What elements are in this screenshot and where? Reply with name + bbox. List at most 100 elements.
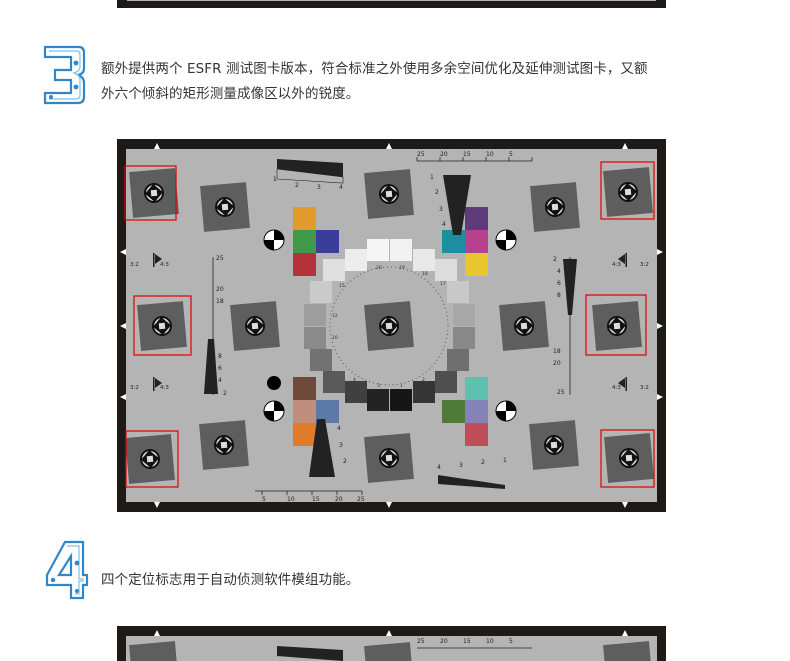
- wedge-label: 1: [430, 174, 434, 181]
- scale-left-labels: 25 20 18 8 6 4 2: [216, 255, 227, 397]
- wedge-label: 4: [437, 464, 441, 471]
- ratio-label: 4:3: [160, 262, 169, 268]
- wedge-vertical-left: [204, 339, 218, 394]
- gray-label: 10: [332, 335, 338, 341]
- scale-label: 18: [216, 298, 224, 305]
- gray-label: 15: [339, 283, 345, 289]
- scale-label: 8: [218, 353, 222, 360]
- gray-label: 18: [422, 271, 428, 277]
- scale-label: 4: [218, 377, 222, 384]
- scale-right-labels: 2 4 6 8 18 20 25: [553, 256, 565, 396]
- scale-label: 6: [218, 365, 222, 372]
- esfr-chart-bottom-crop: 25 20 15 10 5: [117, 626, 666, 661]
- ratio-label: 4:3: [612, 385, 621, 391]
- scale-bottom-labels: 5 10 15 20 25: [262, 496, 365, 503]
- scale-label: 10: [287, 496, 295, 503]
- section-4-description: 四个定位标志用于自动侦测软件模组功能。: [101, 568, 359, 593]
- scale-label: 6: [557, 280, 561, 287]
- gray-ring-labels: 20 19 18 17 15 12 10 4 3 1 2: [332, 265, 446, 389]
- scale-label: 10: [486, 638, 494, 645]
- scale-label: 15: [463, 638, 471, 645]
- scale-label: 25: [557, 389, 565, 396]
- ratio-label: 4:3: [612, 262, 621, 268]
- wedge-label: 3: [317, 184, 321, 191]
- gray-label: 1: [400, 383, 403, 389]
- scale-label: 18: [553, 348, 561, 355]
- section-3-line-2: 外六个倾斜的矩形测量成像区以外的锐度。: [101, 86, 360, 102]
- scale-label: 25: [417, 638, 425, 645]
- scale-label: 20: [335, 496, 343, 503]
- wedge-label: 4: [339, 184, 343, 191]
- registration-marks: [263, 229, 517, 422]
- color-patches-bottom-left: [293, 377, 339, 446]
- esfr-test-chart: 20 19 18 17 15 12 10 4 3 1 2 25 20 15 10…: [117, 139, 666, 512]
- number-4-icon: [45, 540, 89, 600]
- section-4-line-1: 四个定位标志用于自动侦测软件模组功能。: [101, 572, 360, 588]
- wedge-label: 3: [439, 206, 443, 213]
- scale-top-labels: 25 20 15 10 5: [417, 151, 513, 158]
- scale-label: 10: [486, 151, 494, 158]
- scale-label: 25: [417, 151, 425, 158]
- section-3-description: 额外提供两个 ESFR 测试图卡版本，符合标准之外使用多余空间优化及延伸测试图卡…: [101, 57, 648, 107]
- section-3-line-1: 额外提供两个 ESFR 测试图卡版本，符合标准之外使用多余空间优化及延伸测试图卡…: [101, 61, 648, 77]
- ratio-arrows: [153, 253, 627, 391]
- slanted-edge-squares: [125, 167, 654, 484]
- frame-markers: [120, 143, 663, 508]
- wedge-label: 3: [339, 442, 343, 449]
- wedge-label: 1: [273, 176, 277, 183]
- gray-label: 3: [377, 383, 380, 389]
- scale-label: 4: [557, 268, 561, 275]
- wedge-label: 4: [337, 425, 341, 432]
- gray-label: 17: [440, 281, 446, 287]
- wedge-top-left: [276, 159, 344, 184]
- color-patches-top-left: [293, 207, 339, 276]
- gray-label: 20: [376, 265, 382, 271]
- scale-label: 15: [312, 496, 320, 503]
- ratio-label: 3:2: [130, 385, 139, 391]
- scale-label: 20: [440, 151, 448, 158]
- scale-label: 5: [509, 151, 513, 158]
- scale-label: 2: [553, 256, 557, 263]
- number-3-icon: [43, 45, 86, 105]
- wedge-label: 3: [459, 462, 463, 469]
- gray-label: 12: [332, 313, 338, 319]
- wedge-top-left-labels: 1 2 3 4: [273, 176, 343, 191]
- wedge-vertical-right: [563, 259, 577, 315]
- wedge-vertical-top-labels: 1 2 3 4: [430, 174, 446, 228]
- ratio-label: 3:2: [130, 262, 139, 268]
- wedge-vertical-bottom: [309, 419, 335, 477]
- scale-label: 20: [553, 360, 561, 367]
- wedge-label: 4: [442, 221, 446, 228]
- scale-label: 25: [216, 255, 224, 262]
- wedge-label: 1: [503, 457, 507, 464]
- ratio-label: 3:2: [640, 262, 649, 268]
- scale-label: 15: [463, 151, 471, 158]
- color-patches-top-right: [442, 207, 488, 276]
- gray-label: 4: [353, 377, 356, 383]
- wedge-label: 2: [435, 189, 439, 196]
- gray-label: 19: [399, 265, 405, 271]
- wedge-bottom-right: [438, 475, 505, 489]
- scale-label: 8: [557, 292, 561, 299]
- esfr-chart-top-crop: [117, 0, 666, 8]
- wedge-label: 2: [481, 459, 485, 466]
- highlight-boxes: [124, 161, 655, 488]
- wedge-vertical-top: [443, 175, 471, 235]
- gray-scale-ring: [304, 239, 475, 411]
- resolution-scale-top: [416, 157, 533, 162]
- scale-label: 2: [223, 390, 227, 397]
- color-patches-bottom-right: [442, 377, 488, 446]
- wedge-bottom-right-labels: 4 3 2 1: [437, 457, 507, 471]
- ratio-label: 4:3: [160, 385, 169, 391]
- gray-label: 2: [422, 377, 425, 383]
- wedge-label: 2: [343, 458, 347, 465]
- scale-label: 25: [357, 496, 365, 503]
- resolution-scale-bottom: [255, 490, 363, 495]
- wedge-vertical-bottom-labels: 4 3 2: [337, 425, 347, 465]
- scale-label: 5: [509, 638, 513, 645]
- scale-label: 5: [262, 496, 266, 503]
- scale-label: 20: [216, 286, 224, 293]
- scale-label: 20: [440, 638, 448, 645]
- wedge-label: 2: [295, 182, 299, 189]
- aspect-ratio-markers: 3:2 4:3 4:3 3:2 3:2 4:3 4:3 3:2: [130, 262, 649, 391]
